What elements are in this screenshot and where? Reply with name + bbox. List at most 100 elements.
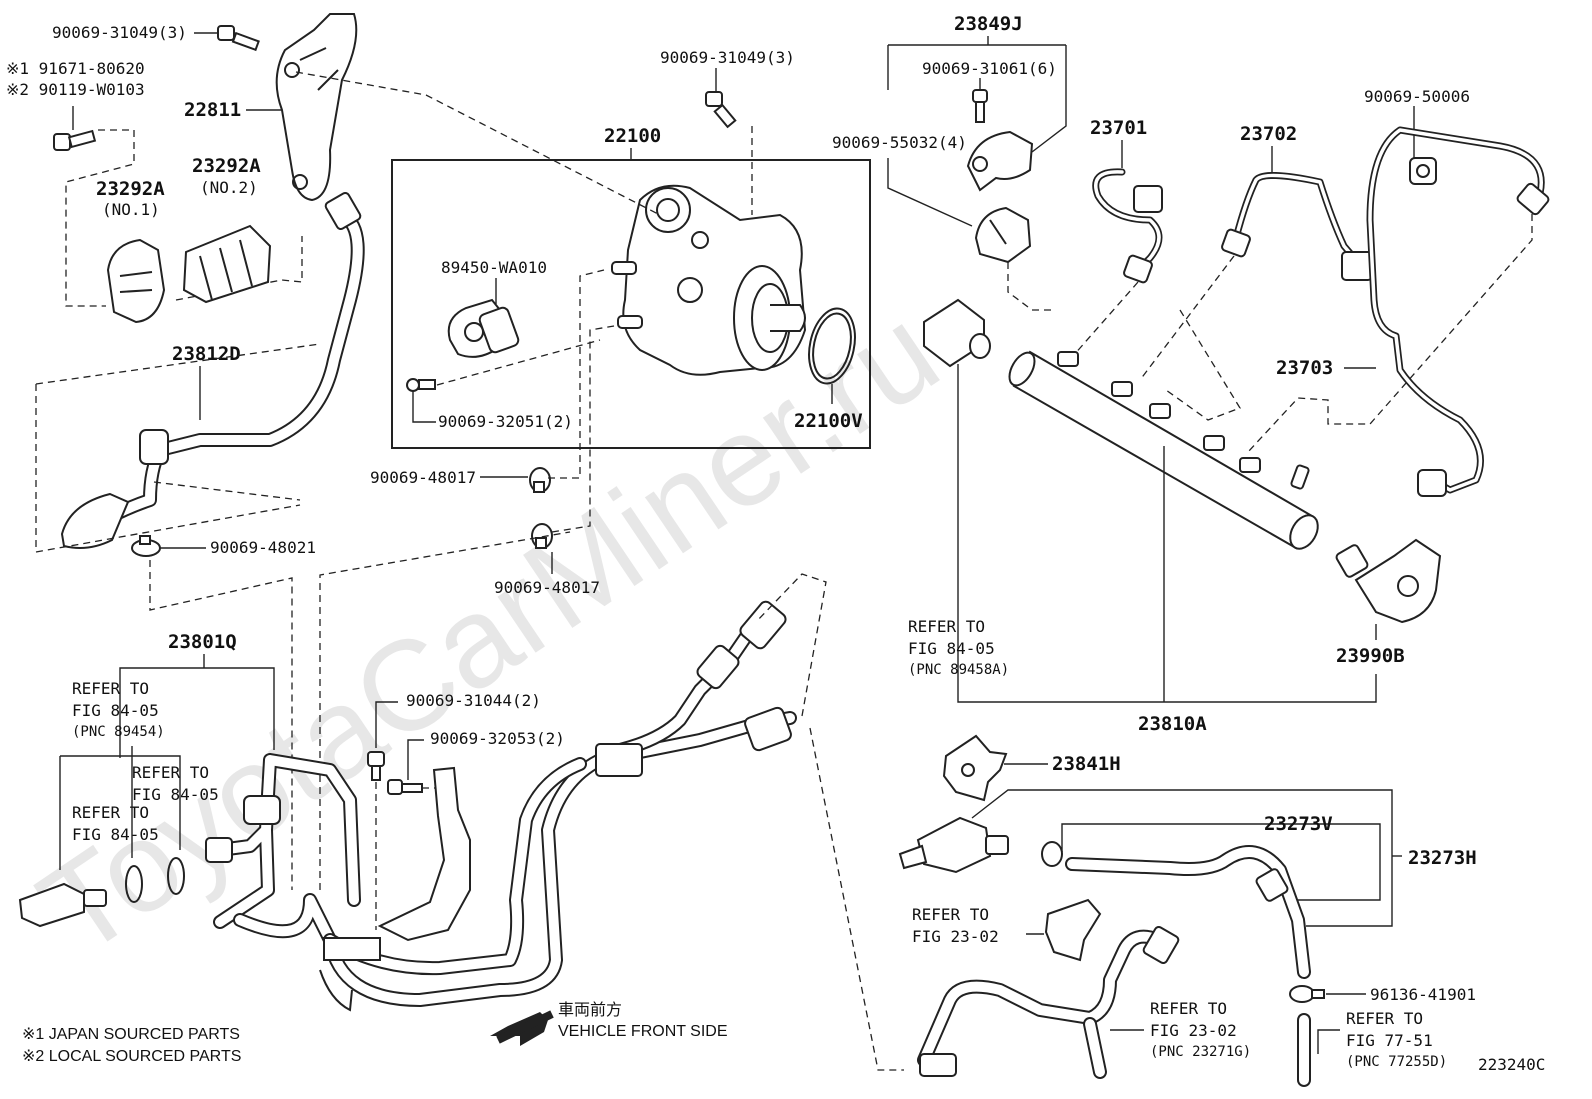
ref5-line2: FIG 23-02 [912, 927, 999, 946]
label-90069-48017-b[interactable]: 90069-48017 [494, 578, 600, 597]
fitting-23273H-icon[interactable] [898, 816, 1009, 874]
bolt-32051-icon[interactable] [406, 378, 436, 392]
hose-23812D-boot-icon [60, 492, 130, 549]
ref3-line2: FIG 84-05 [132, 785, 219, 804]
label-23273V[interactable]: 23273V [1264, 813, 1333, 835]
ref2-line1: REFER TO [72, 679, 149, 698]
label-23801Q[interactable]: 23801Q [168, 631, 237, 653]
fitting-23271G-icon [919, 1053, 957, 1077]
label-22811[interactable]: 22811 [184, 99, 241, 121]
label-23841H[interactable]: 23841H [1052, 753, 1121, 775]
watermark: ToyotaCarMiner.ru [16, 280, 963, 983]
clip-23-02-icon[interactable] [1044, 898, 1102, 962]
vehicle-front-arrow-icon [490, 1010, 554, 1046]
pad-23292A-no2-icon[interactable] [182, 224, 272, 304]
bolt-31061-icon[interactable] [972, 89, 988, 123]
sensor-89454-icon[interactable] [18, 882, 107, 928]
clamp-41901-icon[interactable] [1289, 985, 1325, 1003]
plug-23703-b-icon [1417, 469, 1447, 497]
label-23292A-no1[interactable]: 23292A [96, 178, 165, 200]
hose-23801Q-joint-icon [243, 795, 281, 825]
label-23849J[interactable]: 23849J [954, 13, 1023, 35]
label-23292A-no2[interactable]: 23292A [192, 155, 261, 177]
pump-feed-connector-icon [739, 600, 787, 650]
main-fuel-hose-icon[interactable] [235, 713, 795, 1005]
label-23703[interactable]: 23703 [1276, 357, 1333, 379]
connector-23701-icon [1133, 185, 1163, 213]
sensor-89458A-icon[interactable] [923, 298, 991, 368]
diagram-code: 223240C [1478, 1055, 1545, 1074]
direction-jp: 車両前方 [558, 1001, 622, 1019]
label-90119-W0103[interactable]: ※2 90119-W0103 [6, 80, 145, 99]
bolt-31044-icon[interactable] [367, 751, 385, 781]
label-23990B[interactable]: 23990B [1336, 645, 1405, 667]
ref6-line3: (PNC 23271G) [1150, 1044, 1251, 1060]
label-96136-41901[interactable]: 96136-41901 [1370, 985, 1476, 1004]
hose-end-connector-icon [744, 706, 792, 752]
hose-bracket-icon[interactable] [377, 766, 471, 942]
valve-23990B-icon[interactable] [1335, 538, 1442, 624]
wire-23702-icon[interactable] [1234, 173, 1358, 262]
label-90069-31049-b[interactable]: 90069-31049(3) [660, 48, 795, 67]
ref1-line2: FIG 84-05 [908, 639, 995, 658]
bracket-22811-icon[interactable] [275, 13, 358, 202]
connector-23271G-icon [1142, 925, 1180, 965]
label-23701[interactable]: 23701 [1090, 117, 1147, 139]
label-23702[interactable]: 23702 [1240, 123, 1297, 145]
footnote-japan: ※1 JAPAN SOURCED PARTS [22, 1026, 240, 1043]
label-23812D[interactable]: 23812D [172, 343, 241, 365]
label-23273H[interactable]: 23273H [1408, 847, 1477, 869]
bracket-23841H-icon[interactable] [942, 734, 1008, 802]
ref3-line1: REFER TO [132, 763, 209, 782]
wire-23701-icon[interactable] [1094, 170, 1161, 272]
clamp-upper-23849J-icon[interactable] [966, 130, 1034, 192]
label-89450[interactable]: 89450-WA010 [441, 258, 547, 277]
plug-23702-icon [1221, 228, 1251, 258]
clip-50006-icon[interactable] [1409, 157, 1437, 185]
ref2-line3: (PNC 89454) [72, 724, 165, 740]
label-90069-32053[interactable]: 90069-32053(2) [430, 729, 565, 748]
bolt-32053-icon[interactable] [387, 779, 423, 795]
label-90069-50006[interactable]: 90069-50006 [1364, 87, 1470, 106]
ref2-line2: FIG 84-05 [72, 701, 159, 720]
bolt-91671-icon[interactable] [53, 129, 97, 151]
o-ring-b-icon[interactable] [167, 857, 185, 895]
label-90069-31049-a[interactable]: 90069-31049(3) [52, 23, 187, 42]
clamp-48021-icon[interactable] [131, 535, 161, 557]
label-90069-31061[interactable]: 90069-31061(6) [922, 59, 1057, 78]
clamp-48017-b-icon[interactable] [531, 523, 553, 549]
clamp-lower-55032-icon[interactable] [974, 206, 1032, 264]
return-fuel-hose-icon[interactable] [325, 759, 585, 974]
label-23810A[interactable]: 23810A [1138, 713, 1207, 735]
ref7-line2: FIG 77-51 [1346, 1031, 1433, 1050]
hose-23271G-icon[interactable] [919, 931, 1163, 1065]
o-ring-a-icon[interactable] [125, 865, 143, 903]
label-90069-31044[interactable]: 90069-31044(2) [406, 691, 541, 710]
hose-23812D-icon[interactable] [81, 211, 363, 535]
bolt-31049-a-icon[interactable] [217, 25, 260, 52]
clamp-48017-a-icon[interactable] [529, 467, 551, 493]
valve-89450-icon[interactable] [447, 298, 520, 358]
fuel-rail-23810A-icon[interactable] [1004, 348, 1323, 553]
label-23292A-no1-sub: (NO.1) [102, 200, 160, 219]
label-90069-32051[interactable]: 90069-32051(2) [438, 412, 573, 431]
plug-23703-a-icon [1516, 182, 1550, 216]
footnote-local: ※2 LOCAL SOURCED PARTS [22, 1048, 241, 1065]
ref7-line1: REFER TO [1346, 1009, 1423, 1028]
pad-23292A-no1-icon[interactable] [106, 238, 166, 324]
ref5-line1: REFER TO [912, 905, 989, 924]
label-90069-48021[interactable]: 90069-48021 [210, 538, 316, 557]
label-90069-48017-a[interactable]: 90069-48017 [370, 468, 476, 487]
label-22100[interactable]: 22100 [604, 125, 661, 147]
ref1-line1: REFER TO [908, 617, 985, 636]
label-90069-55032[interactable]: 90069-55032(4) [832, 133, 967, 152]
clamp-23273V-icon[interactable] [1041, 841, 1063, 867]
wire-23703-icon[interactable] [1368, 128, 1543, 492]
label-22100V[interactable]: 22100V [794, 410, 863, 432]
o-ring-22100V-icon[interactable] [803, 304, 862, 387]
hose-23273H-icon[interactable] [1067, 847, 1309, 977]
fuel-pump-icon[interactable] [611, 184, 807, 376]
hose-drain-icon [319, 969, 353, 1012]
bolt-31049-b-icon[interactable] [705, 91, 737, 129]
label-91671-80620[interactable]: ※1 91671-80620 [6, 59, 145, 78]
